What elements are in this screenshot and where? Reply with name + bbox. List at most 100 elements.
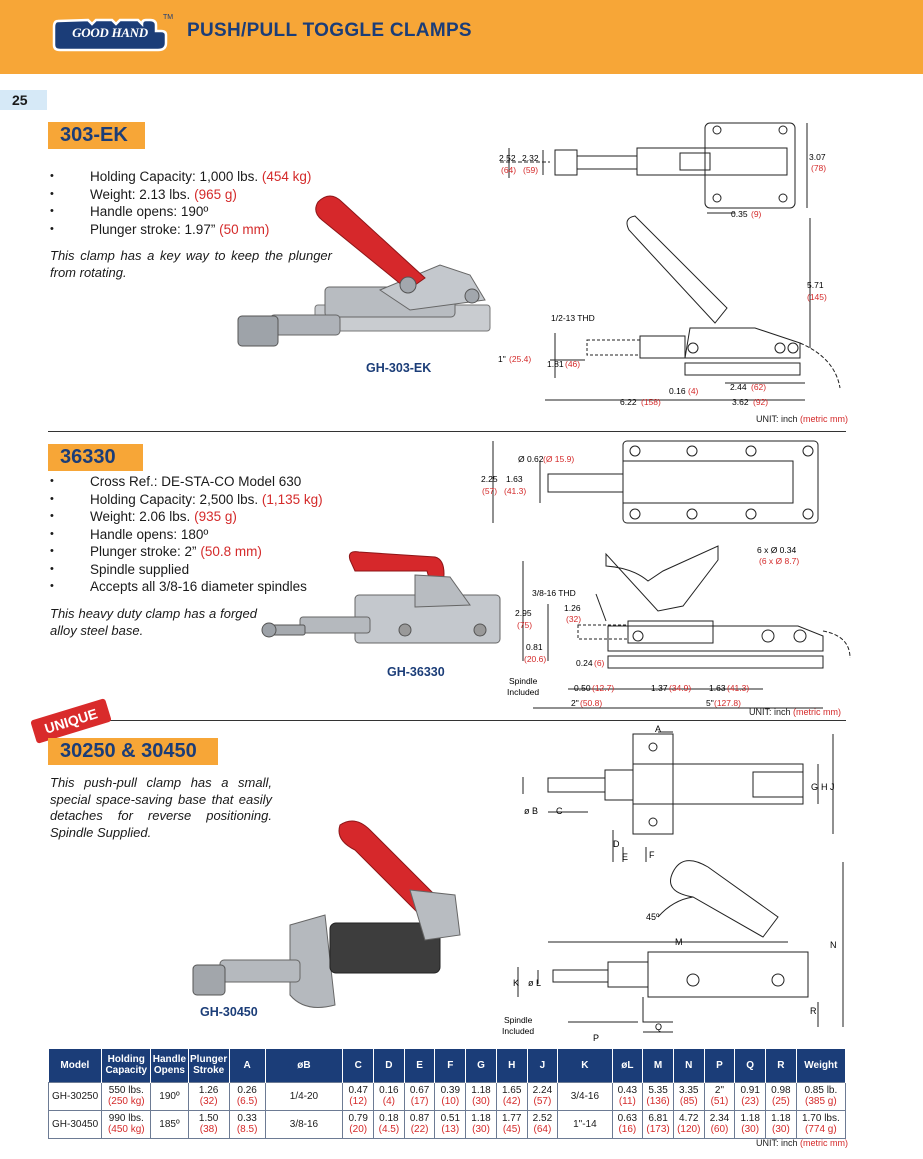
- dim-metric: (64): [501, 165, 516, 175]
- table-cell: 1"-14: [557, 1109, 613, 1139]
- table-cell: 1.70 lbs.(774 g): [795, 1109, 847, 1139]
- dim-metric: (46): [565, 359, 580, 369]
- logo-text: GOOD HAND: [72, 25, 148, 40]
- dim-letter: N: [830, 940, 837, 950]
- description-303-ek: This clamp has a key way to keep the plu…: [50, 248, 332, 280]
- dim-label: 2.32: [522, 153, 539, 163]
- table-cell: 4.72(120): [672, 1109, 705, 1139]
- table-cell: 2.52(64): [526, 1109, 559, 1139]
- table-cell: 1.18(30): [465, 1109, 497, 1139]
- spec-item: Holding Capacity: 2,500 lbs. (1,135 kg): [50, 491, 323, 509]
- table-cell: 0.67(17): [403, 1081, 436, 1111]
- dim-label: 3/8-16 THD: [532, 588, 576, 598]
- table-cell: 0.16(4): [373, 1081, 405, 1111]
- table-header: Q: [734, 1049, 767, 1082]
- dim-label: 2.44: [730, 382, 747, 392]
- dim-letter: ø B: [524, 806, 538, 816]
- dim-label: 1": [498, 354, 506, 364]
- table-cell: 1.18(30): [734, 1109, 767, 1139]
- table-cell: 3/4-16: [557, 1081, 613, 1111]
- dim-label: 1/2-13 THD: [551, 313, 595, 323]
- dim-letter: Spindle: [504, 1015, 533, 1025]
- dim-metric: (41.3): [504, 486, 526, 496]
- unit-note-36330: UNIT: inch (metric mm): [749, 707, 842, 717]
- dim-label: 2.25: [481, 474, 498, 484]
- spec-item: Plunger stroke: 1.97” (50 mm): [50, 221, 311, 239]
- model-tag-36330: 36330: [48, 444, 143, 471]
- dim-label: 3.07: [809, 152, 826, 162]
- table-header: Plunger Stroke: [188, 1049, 230, 1082]
- dim-metric: (Ø 15.9): [543, 454, 574, 464]
- table-cell: 0.63(16): [611, 1109, 644, 1139]
- table-cell: 1.18(30): [465, 1081, 497, 1111]
- table-header: N: [673, 1049, 705, 1082]
- dim-letter: ø L: [528, 978, 541, 988]
- section-divider: [48, 431, 846, 432]
- dim-letter: J: [830, 782, 835, 792]
- dim-letter: R: [810, 1006, 817, 1016]
- dim-label: 5": [706, 698, 714, 708]
- table-header: G: [465, 1049, 497, 1082]
- dim-label: 2.95: [515, 608, 532, 618]
- description-30250-30450: This push-pull clamp has a small, specia…: [50, 775, 272, 840]
- dim-letter: A: [655, 724, 661, 734]
- table-cell: 3.35(85): [672, 1081, 705, 1111]
- table-cell: 6.81(173): [642, 1109, 674, 1139]
- spec-item: Weight: 2.06 lbs. (935 g): [50, 508, 323, 526]
- table-header: C: [342, 1049, 375, 1082]
- dim-metric: (59): [523, 165, 538, 175]
- table-cell: 1.65(42): [495, 1081, 528, 1111]
- table-cell: 1.77(45): [495, 1109, 528, 1139]
- table-cell: 0.51(13): [434, 1109, 467, 1139]
- dim-label: 0.16: [669, 386, 686, 396]
- dim-label: 3.62: [732, 397, 749, 407]
- product-label-30450: GH-30450: [200, 1005, 258, 1019]
- table-header: P: [704, 1049, 736, 1082]
- dim-letter: D: [613, 839, 620, 849]
- table-cell: 0.33(8.5): [228, 1109, 266, 1139]
- spec-list-36330: Cross Ref.: DE-STA-CO Model 630 Holding …: [50, 473, 323, 596]
- table-cell: 0.43(11): [611, 1081, 644, 1111]
- dim-metric: (6 x Ø 8.7): [759, 556, 799, 566]
- dim-letter: Included: [502, 1026, 534, 1036]
- table-cell: 1/4-20: [264, 1081, 344, 1111]
- dim-metric: (145): [807, 292, 827, 302]
- dim-label: 0.35: [731, 209, 748, 219]
- drawing-303-ek: 2.52 (64) 2.32 (59) 3.07 (78) 0.35 (9) 5…: [498, 122, 841, 407]
- table-header: Handle Opens: [150, 1049, 189, 1082]
- table-header: F: [434, 1049, 467, 1082]
- table-header: A: [229, 1049, 266, 1082]
- dim-label: 1.37: [651, 683, 668, 693]
- table-header: M: [642, 1049, 674, 1082]
- dim-label: 2": [571, 698, 579, 708]
- spec-list-303-ek: Holding Capacity: 1,000 lbs. (454 kg) We…: [50, 168, 311, 238]
- table-cell: 185º: [150, 1109, 189, 1139]
- dim-letter: Q: [655, 1022, 662, 1032]
- table-header: K: [557, 1049, 613, 1082]
- dim-letter: M: [675, 937, 683, 947]
- spec-item: Spindle supplied: [50, 561, 323, 579]
- table-header: øB: [265, 1049, 344, 1082]
- table-cell: GH-30250: [47, 1081, 103, 1111]
- spec-item: Plunger stroke: 2” (50.8 mm): [50, 543, 323, 561]
- table-cell: 990 lbs.(450 kg): [101, 1109, 152, 1139]
- table-cell: 5.35(136): [642, 1081, 674, 1111]
- model-tag-303-ek: 303-EK: [48, 122, 145, 149]
- dim-label: 2.52: [499, 153, 516, 163]
- product-label-303-ek: GH-303-EK: [366, 361, 432, 375]
- unit-note-303-ek: UNIT: inch (metric mm): [756, 414, 849, 424]
- page-title: PUSH/PULL TOGGLE CLAMPS: [187, 20, 472, 41]
- dim-metric: (92): [753, 397, 768, 407]
- dim-letter: G: [811, 782, 818, 792]
- table-header: R: [765, 1049, 797, 1082]
- dim-metric: (32): [566, 614, 581, 624]
- dim-letter: C: [556, 806, 563, 816]
- dim-metric: (75): [517, 620, 532, 630]
- page-number: 25: [0, 90, 47, 110]
- spec-item: Handle opens: 180º: [50, 526, 323, 544]
- table-cell: 2.34(60): [703, 1109, 736, 1139]
- table-cell: 0.98(25): [765, 1081, 797, 1111]
- drawing-36330: Ø 0.62 (Ø 15.9) 2.25 (57) 1.63 (41.3) 6 …: [481, 440, 851, 709]
- clamp-photo-30450: [192, 820, 461, 1008]
